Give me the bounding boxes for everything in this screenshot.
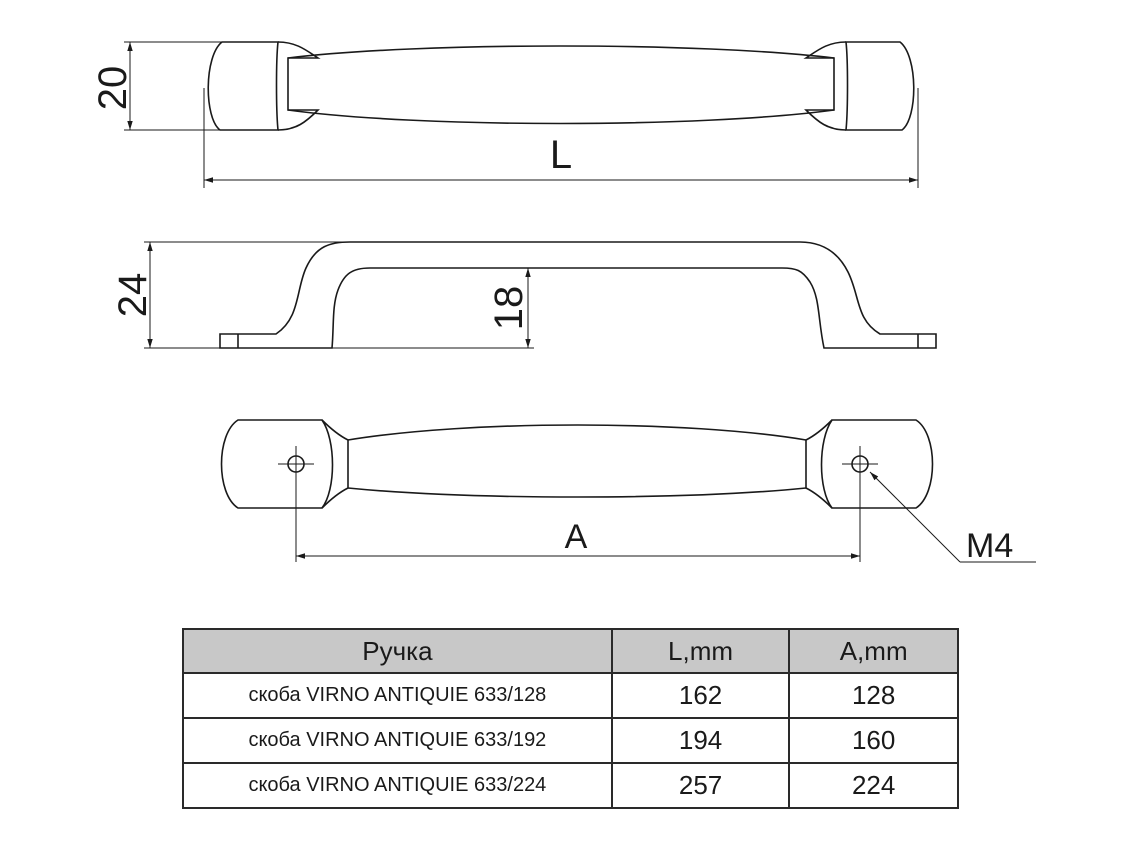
spec-table: Ручка L,mm A,mm скоба VIRNO ANTIQUIE 633… xyxy=(182,628,959,809)
table-row: скоба VIRNO ANTIQUIE 633/224 257 224 xyxy=(182,762,959,809)
dim-hole-spacing-label: A xyxy=(565,518,588,556)
header-a: A,mm xyxy=(788,628,959,674)
dim-inner-height-label: 18 xyxy=(487,286,531,331)
dim-height-top-label: 20 xyxy=(91,66,135,111)
row-l: 162 xyxy=(610,672,791,719)
dim-length-label: L xyxy=(550,133,572,177)
row-a: 224 xyxy=(788,762,959,809)
table-row: скоба VIRNO ANTIQUIE 633/192 194 160 xyxy=(182,717,959,764)
row-l: 194 xyxy=(610,717,791,764)
table-header-row: Ручка L,mm A,mm xyxy=(182,628,959,674)
row-name: скоба VIRNO ANTIQUIE 633/224 xyxy=(182,762,613,809)
dim-height-side-label: 24 xyxy=(111,273,155,318)
dim-thread-label: M4 xyxy=(966,527,1013,565)
side-view xyxy=(144,241,937,349)
header-l: L,mm xyxy=(610,628,791,674)
row-name: скоба VIRNO ANTIQUIE 633/192 xyxy=(182,717,613,764)
header-handle: Ручка xyxy=(182,628,613,674)
row-a: 128 xyxy=(788,672,959,719)
row-name: скоба VIRNO ANTIQUIE 633/128 xyxy=(182,672,613,719)
bottom-view xyxy=(220,419,1036,563)
technical-drawing: 20 L 24 18 xyxy=(91,41,1036,565)
row-a: 160 xyxy=(788,717,959,764)
top-view xyxy=(124,41,919,188)
table-row: скоба VIRNO ANTIQUIE 633/128 162 128 xyxy=(182,672,959,719)
row-l: 257 xyxy=(610,762,791,809)
